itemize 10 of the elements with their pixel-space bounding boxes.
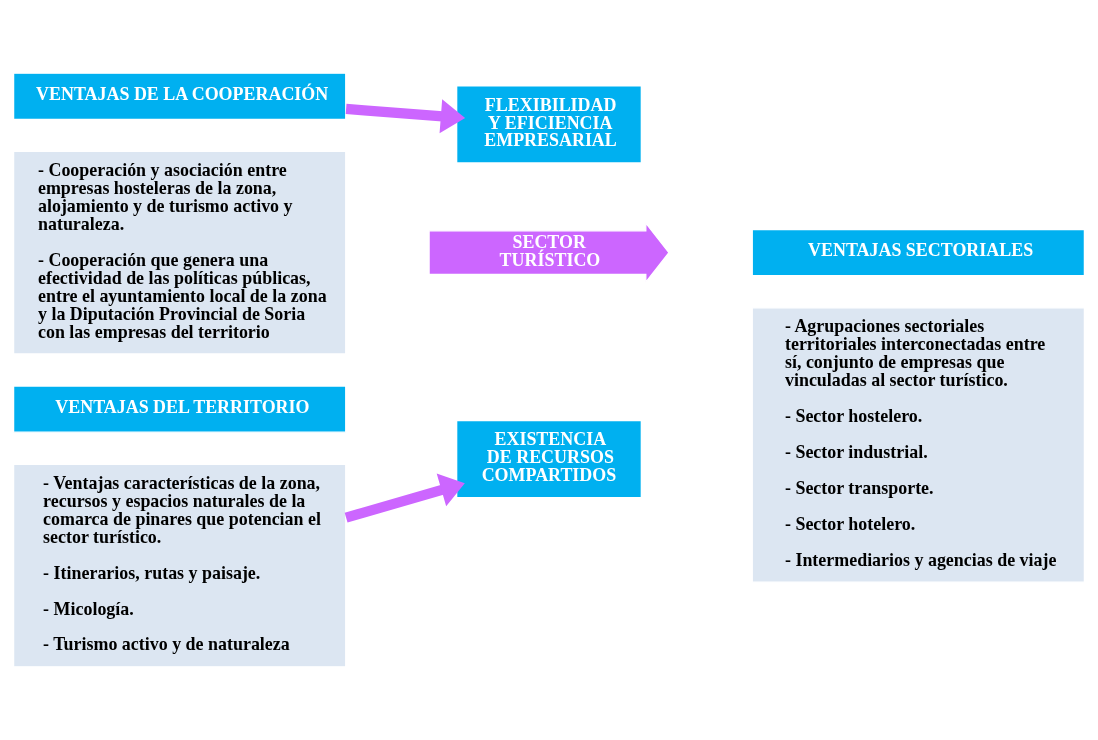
arrow (344, 473, 465, 523)
node-box: VENTAJAS DEL TERRITORIO (12, 385, 347, 433)
node-box: VENTAJAS SECTORIALES (751, 228, 1086, 277)
node-box: - Cooperación y asociación entre empresas hosteleras de la zona, alojamiento y de turismo activo y naturaleza. - Cooperación que genera una efectividad de las políticas públicas, entre el ayuntamiento local de la zona y la Diputación Provincial de Soria con las empresas del territorio (12, 150, 347, 355)
node-box: - Ventajas características de la zona, recursos y espacios naturales de la comarca de pinares que potencian el sector turístico. - Itinerarios, rutas y paisaje. - Micología. - Turismo activo y de naturaleza (12, 463, 347, 668)
node-box: FLEXIBILIDAD Y EFICIENCIA EMPRESARIAL (456, 85, 642, 164)
node-box: EXISTENCIA DE RECURSOS COMPARTIDOS (456, 420, 642, 499)
node-box: - Agrupaciones sectoriales territoriales interconectadas entre sí, conjunto de empresas que vinculadas al sector turístico. - Sector hostelero. - Sector industrial. - Sector transporte. - Sector hotelero. - Intermediarios y agencias de viaje (751, 307, 1086, 583)
node-box: VENTAJAS DE LA COOPERACIÓN (12, 72, 347, 120)
arrow (345, 99, 466, 134)
